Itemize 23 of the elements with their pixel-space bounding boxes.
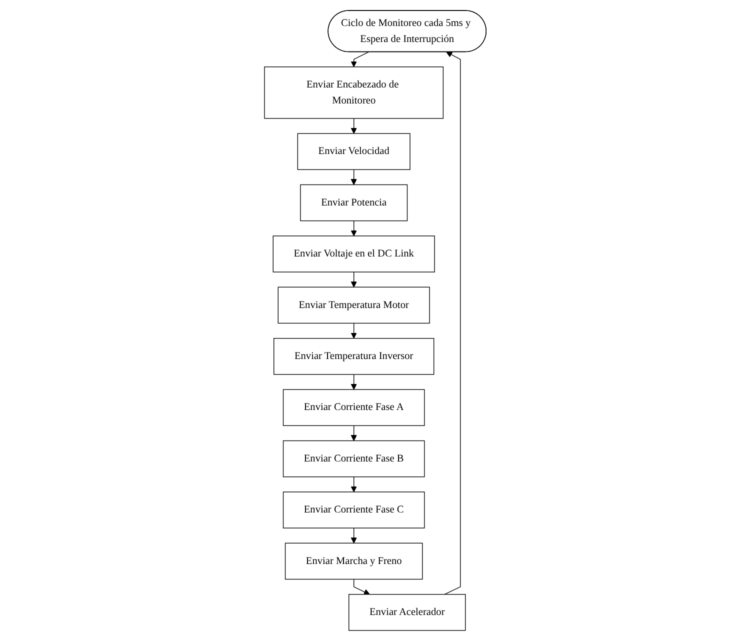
arrow bbox=[351, 272, 358, 288]
arrow bbox=[351, 322, 358, 339]
node-box: Enviar Potencia bbox=[300, 184, 408, 222]
node-box: Enviar Corriente Fase B bbox=[283, 440, 425, 478]
arrow bbox=[351, 476, 358, 492]
arrow bbox=[351, 425, 358, 442]
arrow bbox=[444, 52, 461, 595]
arrow bbox=[351, 169, 358, 186]
arrow bbox=[351, 374, 358, 390]
node-box: Enviar Encabezado de Monitoreo bbox=[264, 66, 444, 119]
node-box: Enviar Temperatura Motor bbox=[278, 286, 430, 324]
node-box: Enviar Acelerador bbox=[348, 594, 466, 631]
node-box: Enviar Temperatura Inversor bbox=[274, 338, 434, 375]
node-box: Enviar Velocidad bbox=[298, 133, 411, 170]
arrow bbox=[351, 118, 358, 134]
arrow bbox=[351, 220, 358, 236]
arrow bbox=[354, 578, 370, 595]
node-box: Enviar Corriente Fase A bbox=[283, 389, 425, 426]
arrow bbox=[351, 528, 358, 544]
node-box: Enviar Marcha y Freno bbox=[285, 542, 423, 580]
node-box: Enviar Corriente Fase C bbox=[283, 492, 425, 528]
arrow bbox=[351, 52, 369, 68]
node-box: Enviar Voltaje en el DC Link bbox=[272, 236, 436, 272]
